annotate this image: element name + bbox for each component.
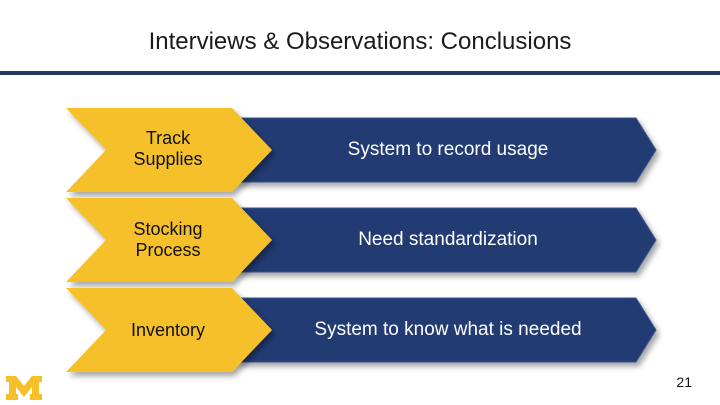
conclusion-label-3: System to know what is needed <box>314 319 582 340</box>
conclusion-label-1: System to record usage <box>347 139 549 160</box>
title-divider <box>0 71 720 75</box>
slide-title: Interviews & Observations: Conclusions <box>148 28 572 55</box>
yellow-chevron-3 <box>66 288 272 372</box>
yellow-chevron-1 <box>66 108 272 192</box>
yellow-chevron-2 <box>66 198 272 282</box>
topic-label-2: Stocking Process <box>133 219 203 260</box>
university-block-m-logo-icon <box>6 376 42 400</box>
topic-label-1: Track Supplies <box>133 128 203 169</box>
conclusion-label-2: Need standardization <box>358 229 538 250</box>
topic-label-3: Inventory <box>130 320 206 340</box>
page-number: 21 <box>676 374 692 390</box>
